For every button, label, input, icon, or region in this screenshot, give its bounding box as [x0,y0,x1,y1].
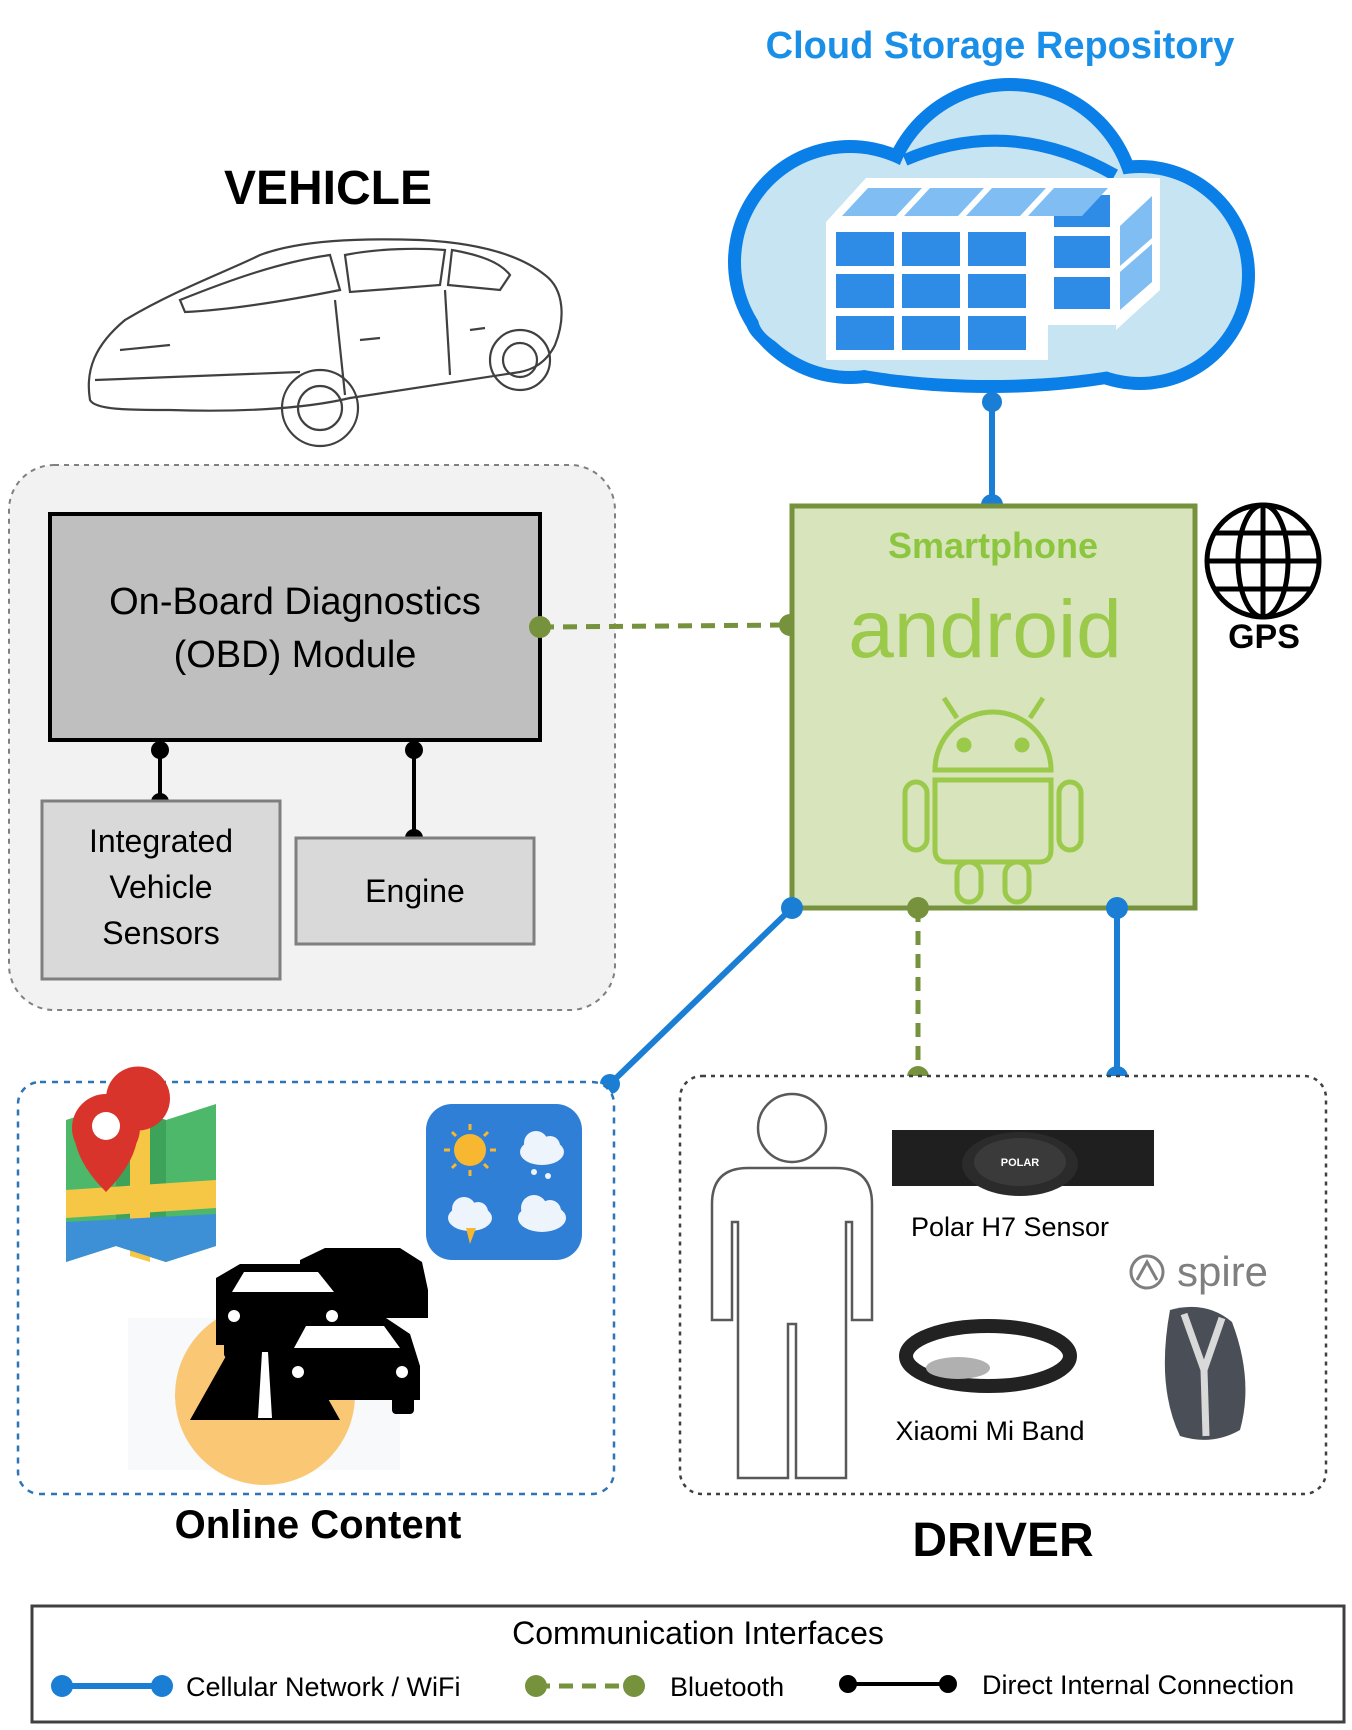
obd-module-label-line1: On-Board Diagnostics [109,581,481,623]
android-wordmark: android [848,584,1122,675]
engine-box [294,836,536,946]
obd-module-box [48,512,542,742]
polar-sensor-label: Polar H7 Sensor [911,1212,1109,1242]
legend-item-bluetooth: Bluetooth [525,1672,784,1702]
car-outline-icon [87,238,563,448]
obd-module-label-line2: (OBD) Module [174,634,417,676]
vehicle-sensors-box [40,799,282,981]
globe-icon [1204,502,1322,620]
spire-logo: spire [1129,1248,1268,1295]
smartphone-box [789,503,1198,911]
vehicle-title: VEHICLE [224,162,432,215]
chest-strap-icon: POLAR [892,1130,1154,1196]
gps-label: GPS [1228,618,1300,656]
weather-icon [426,1104,582,1260]
legend: Communication Interfaces Cellular Networ… [30,1604,1346,1724]
legend-title: Communication Interfaces [512,1615,884,1651]
vehicle-sensors-label-line3: Sensors [102,915,219,951]
legend-box [30,1604,1346,1724]
online-content-label: Online Content [175,1503,462,1547]
traffic-cars-icon [128,1248,428,1485]
cloud-title: Cloud Storage Repository [766,25,1235,67]
vehicle-sensors-label-line1: Integrated [89,823,233,859]
driver-group [678,1074,1328,1496]
person-outline-icon [710,1092,874,1480]
legend-label-direct: Direct Internal Connection [982,1670,1294,1700]
smartphone-label: Smartphone [888,525,1098,566]
bluetooth-link-driver [907,897,929,1088]
android-robot-icon [902,696,1084,905]
polar-logo-text: POLAR [1001,1157,1040,1169]
legend-item-cellular: Cellular Network / WiFi [51,1672,461,1702]
legend-label-bluetooth: Bluetooth [670,1672,784,1702]
legend-item-direct: Direct Internal Connection [839,1670,1294,1700]
cellular-link-driver [1106,897,1128,1088]
map-pin-icon [66,1066,216,1262]
driver-label: DRIVER [912,1514,1093,1567]
spire-clip-icon [1164,1306,1246,1440]
wristband-icon [899,1319,1077,1393]
server-blocks-icon [826,178,1160,360]
spire-label: spire [1177,1248,1268,1295]
miband-label: Xiaomi Mi Band [895,1416,1084,1446]
vehicle-sensors-label-line2: Vehicle [109,869,212,905]
engine-label: Engine [365,873,465,909]
cellular-link-online [600,897,803,1094]
legend-label-cellular: Cellular Network / WiFi [186,1672,461,1702]
